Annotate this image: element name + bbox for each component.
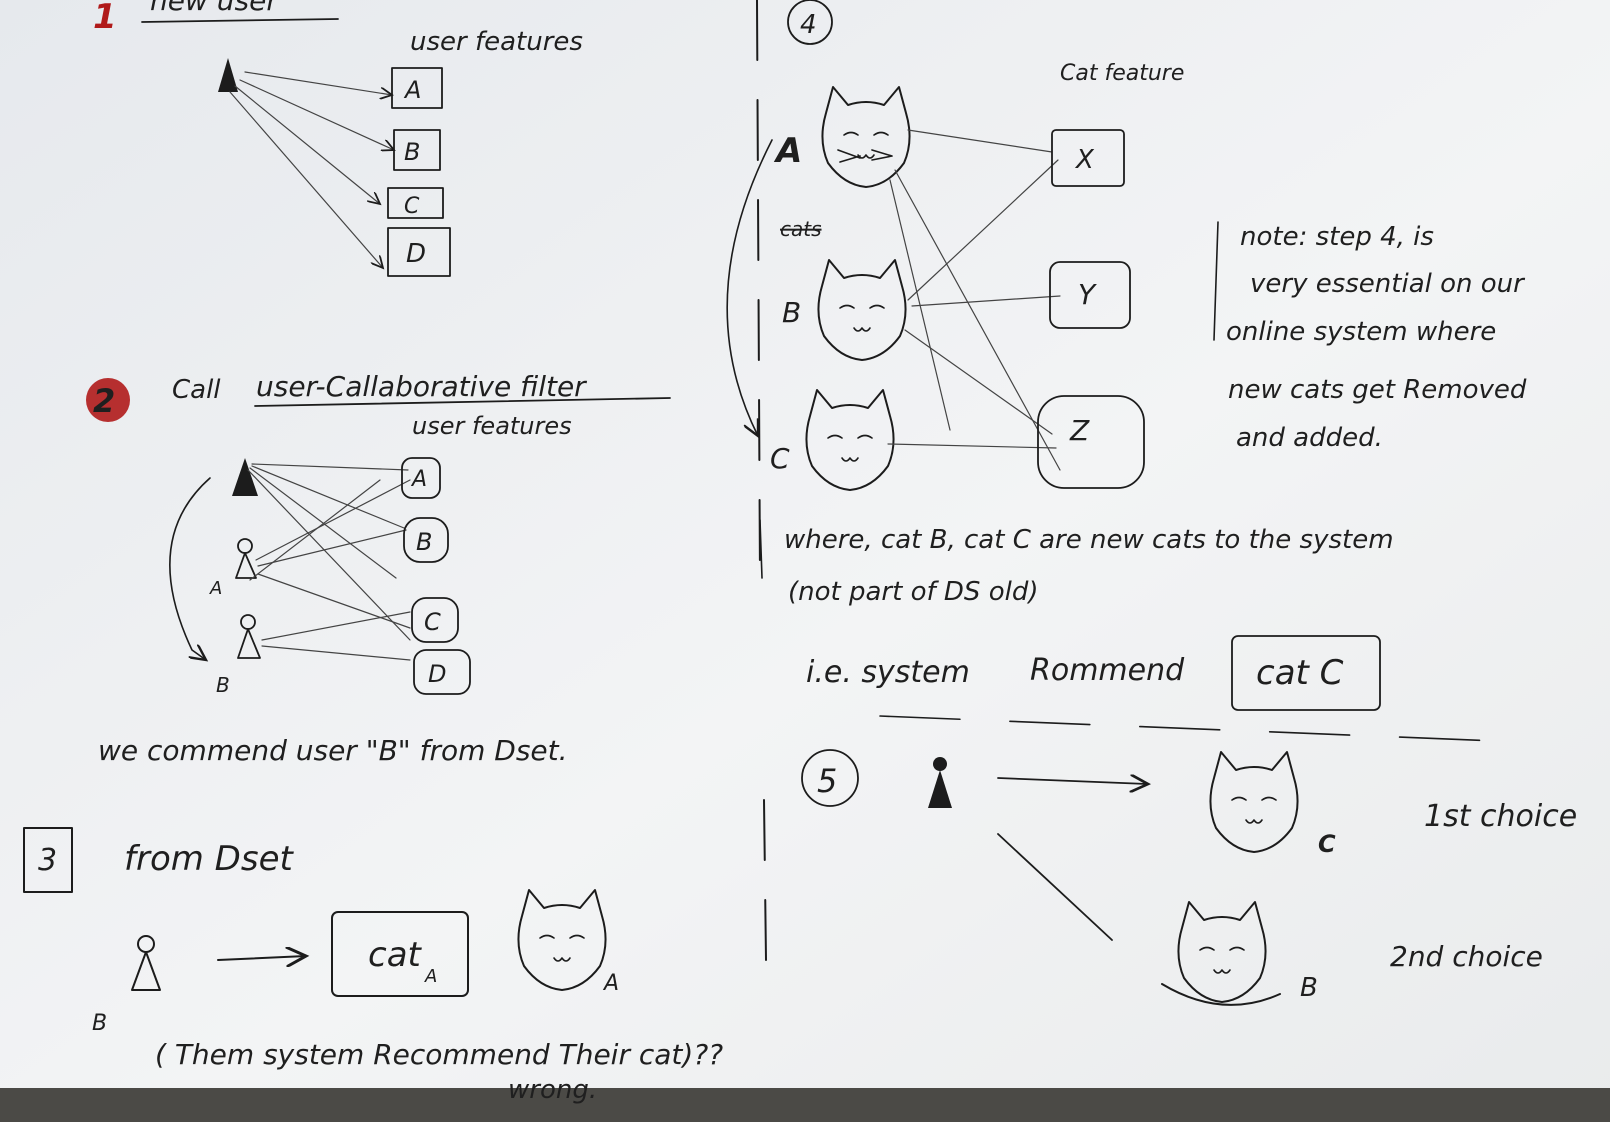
- step2-conclusion: we commend user "B" from Dset.: [98, 734, 568, 767]
- step4-feature-x: X: [1074, 145, 1095, 175]
- step1-feature-a: A: [403, 76, 421, 104]
- step3-number: 3: [38, 843, 57, 878]
- step4-recommend-text: Rommend: [1030, 653, 1185, 688]
- step4-note-bar: [1213, 221, 1219, 341]
- step2-title-prefix: Call: [172, 375, 221, 405]
- step3-user-label: B: [92, 1011, 107, 1036]
- step4-cats-label: cats: [780, 217, 822, 241]
- step5-line-second: [997, 833, 1113, 941]
- step1-user-icon: [218, 58, 238, 92]
- step4-feature-z: Z: [1069, 414, 1090, 447]
- step3-title: from Dset: [124, 839, 294, 879]
- step2-feature-b: B: [416, 528, 432, 556]
- step3-section: 3 from Dset B cat A A ( Them system Reco…: [23, 827, 723, 1105]
- step4-number-circle: [787, 0, 833, 45]
- step2-user-a-icon: [235, 538, 257, 579]
- step2-feature-c-box: [411, 597, 459, 643]
- step4-cat-c-label: C: [770, 442, 790, 475]
- step1-feature-a-box: [391, 67, 443, 109]
- step5-section: 5 C 1st choice B 2nd choice: [801, 749, 1577, 1006]
- step4-cat-a-whiskers: [837, 149, 893, 163]
- step1-title-underline: [141, 18, 339, 23]
- step2-feature-a: A: [410, 467, 427, 492]
- step2-user-b-label: B: [216, 673, 230, 697]
- step5-choice2-cat: B: [1300, 973, 1318, 1003]
- step4-where-line1: where, cat B, cat C are new cats to the …: [784, 525, 1394, 555]
- step3-user-icon: [131, 935, 161, 991]
- step4-feature-z-box: [1037, 395, 1145, 489]
- step4-note-line1: note: step 4, is: [1240, 222, 1434, 252]
- step4-cat-a-label: A: [773, 131, 802, 171]
- step3-box-subscript: A: [424, 966, 437, 987]
- step3-number-box: [23, 827, 73, 893]
- step4-cat-b-label: B: [782, 296, 801, 329]
- step5-cat-b-chin: [1161, 983, 1281, 1006]
- step5-arrow-first: [997, 778, 1148, 784]
- step1-number: 1: [93, 0, 117, 37]
- step1-features-label: user features: [410, 27, 583, 57]
- step2-section: 2 Call user-Callaborative filter user fe…: [86, 370, 671, 767]
- step4-where-bar: [759, 519, 763, 579]
- step2-feature-a-box: [401, 457, 441, 499]
- step2-feature-c: C: [424, 608, 441, 636]
- column-divider: [756, 0, 767, 961]
- step4-note-line5: and added.: [1236, 423, 1383, 453]
- step2-title: user-Callaborative filter: [256, 370, 587, 403]
- step1-feature-d-box: [387, 227, 451, 277]
- step4-note-line4: new cats get Removed: [1228, 375, 1527, 405]
- step4-recommend-prefix: i.e. system: [806, 655, 970, 690]
- step4-feature-x-box: [1051, 129, 1125, 187]
- step4-feature-y: Y: [1078, 278, 1097, 311]
- step4-note-line2: very essential on our: [1250, 269, 1526, 299]
- step2-feature-b-box: [403, 517, 449, 563]
- step1-feature-b-box: [393, 129, 441, 171]
- step2-number: 2: [93, 382, 115, 420]
- step4-note-line3: online system where: [1226, 317, 1496, 347]
- step3-note-line2: wrong.: [508, 1075, 597, 1105]
- step1-edges: [229, 71, 394, 268]
- step2-user-a-label: A: [209, 578, 222, 599]
- step1-feature-b: B: [404, 138, 420, 166]
- step1-section: 1 new user user features A B C D: [93, 0, 583, 277]
- step3-cat-label: A: [602, 971, 619, 996]
- step4-similarity-arrow: [726, 139, 773, 436]
- step2-red-mark: [86, 378, 130, 422]
- step4-recommend-box-text: cat C: [1256, 653, 1344, 693]
- step1-feature-d: D: [406, 239, 426, 269]
- step2-features-label: user features: [412, 412, 572, 440]
- table-edge: [0, 1088, 1610, 1122]
- step5-choice1: 1st choice: [1424, 799, 1577, 834]
- step5-choice2: 2nd choice: [1390, 940, 1543, 973]
- step4-edges: [887, 129, 1061, 471]
- step2-title-underline: [254, 397, 671, 407]
- step5-number: 5: [817, 762, 837, 800]
- step4-feature-y-box: [1049, 261, 1131, 329]
- step5-user-icon: [928, 757, 952, 808]
- step2-new-user-icon: [232, 458, 258, 496]
- step2-feature-d-box: [413, 649, 471, 695]
- step5-choice1-cat: C: [1318, 830, 1336, 858]
- step2-user-b-icon: [237, 614, 261, 659]
- step1-title: new user: [150, 0, 279, 17]
- step4-features-label: Cat feature: [1060, 61, 1184, 86]
- step2-edges: [247, 463, 411, 661]
- step5-number-circle: [801, 749, 859, 807]
- step4-number: 4: [800, 10, 817, 40]
- step4-separator: [879, 715, 1521, 743]
- step1-feature-c-box: [387, 187, 444, 219]
- step3-cat-box: [331, 911, 469, 997]
- step2-similarity-arrow: [169, 477, 211, 660]
- step3-box-text: cat: [368, 935, 423, 975]
- step4-where-line2: (not part of DS old): [788, 577, 1038, 607]
- step4-recommend-box: [1231, 635, 1381, 711]
- step3-arrow: [217, 956, 306, 960]
- step2-feature-d: D: [428, 660, 446, 688]
- step4-section: 4 Cat feature cats A B C X Y Z note: ste…: [726, 0, 1527, 743]
- step3-note-line1: ( Them system Recommend Their cat)??: [155, 1038, 723, 1071]
- step1-feature-c: C: [404, 194, 420, 219]
